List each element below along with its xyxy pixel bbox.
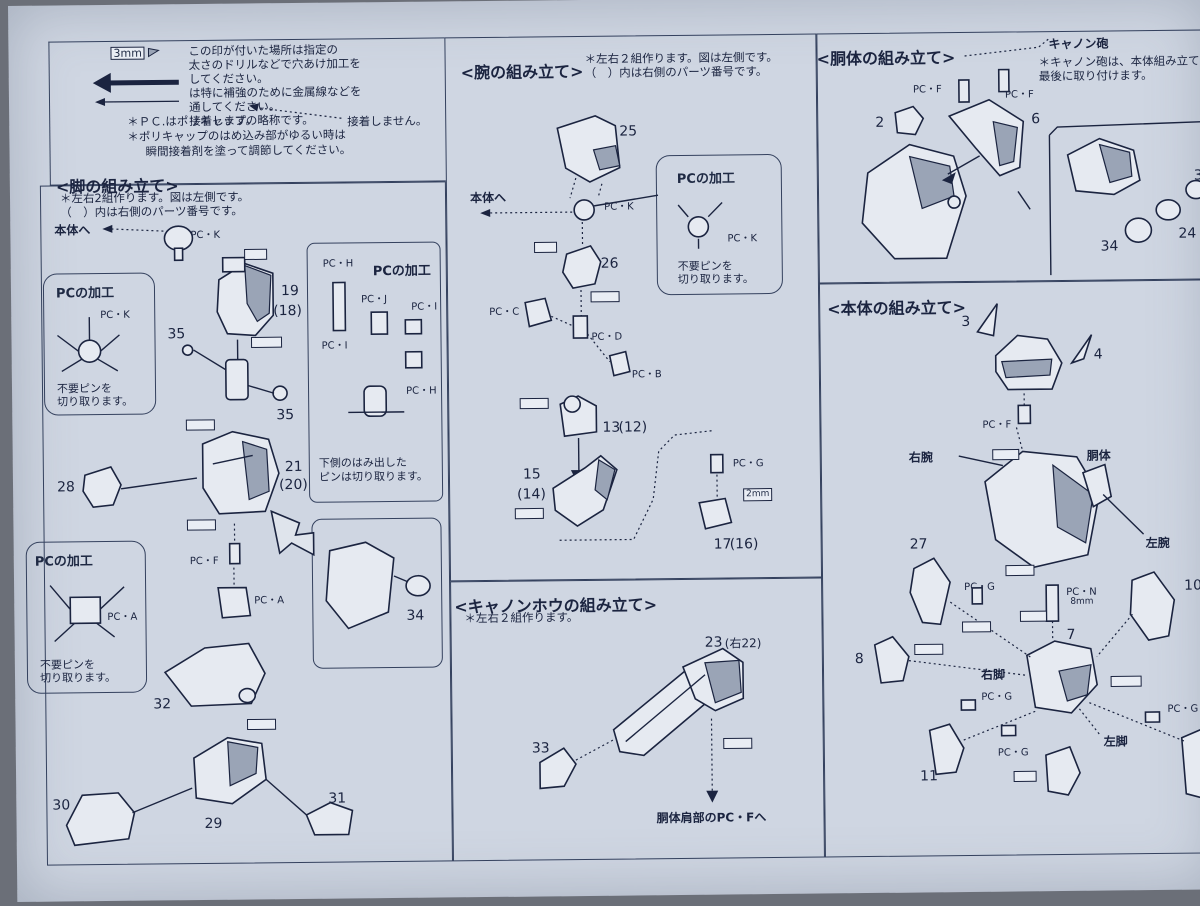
part-28-knee-cap (82, 465, 122, 508)
legs-drawing (49, 224, 431, 847)
knee-joint (224, 358, 249, 401)
part-27-skirt (909, 557, 951, 626)
part-33-grip (539, 747, 577, 790)
cannon-drawing (539, 647, 753, 803)
part-31-heel (305, 801, 354, 836)
part-30-toe (65, 792, 136, 847)
part-2-collar (894, 105, 925, 136)
part-17-hand (698, 497, 733, 530)
part-32-ankle (163, 642, 266, 707)
header-arrows (92, 47, 344, 120)
part-8-skirt (873, 635, 910, 684)
body-drawing (873, 303, 1200, 801)
part-11-skirt (928, 723, 965, 776)
pc-a-part (217, 586, 252, 619)
instruction-sheet: { "header": { "drill_badge": "3mm", "dri… (8, 0, 1200, 902)
part-24-thruster (1155, 199, 1181, 221)
part-26-upper-arm (561, 244, 602, 289)
no-glue-arrow-icon (101, 100, 180, 103)
part-10-skirt (1129, 571, 1176, 641)
part-34-thruster (405, 574, 431, 597)
part-3-antenna (976, 303, 998, 337)
arms-drawing (480, 114, 733, 541)
torso-drawing (861, 38, 1200, 276)
glue-arrow-icon (106, 79, 179, 86)
part-4-antenna (1069, 334, 1093, 365)
